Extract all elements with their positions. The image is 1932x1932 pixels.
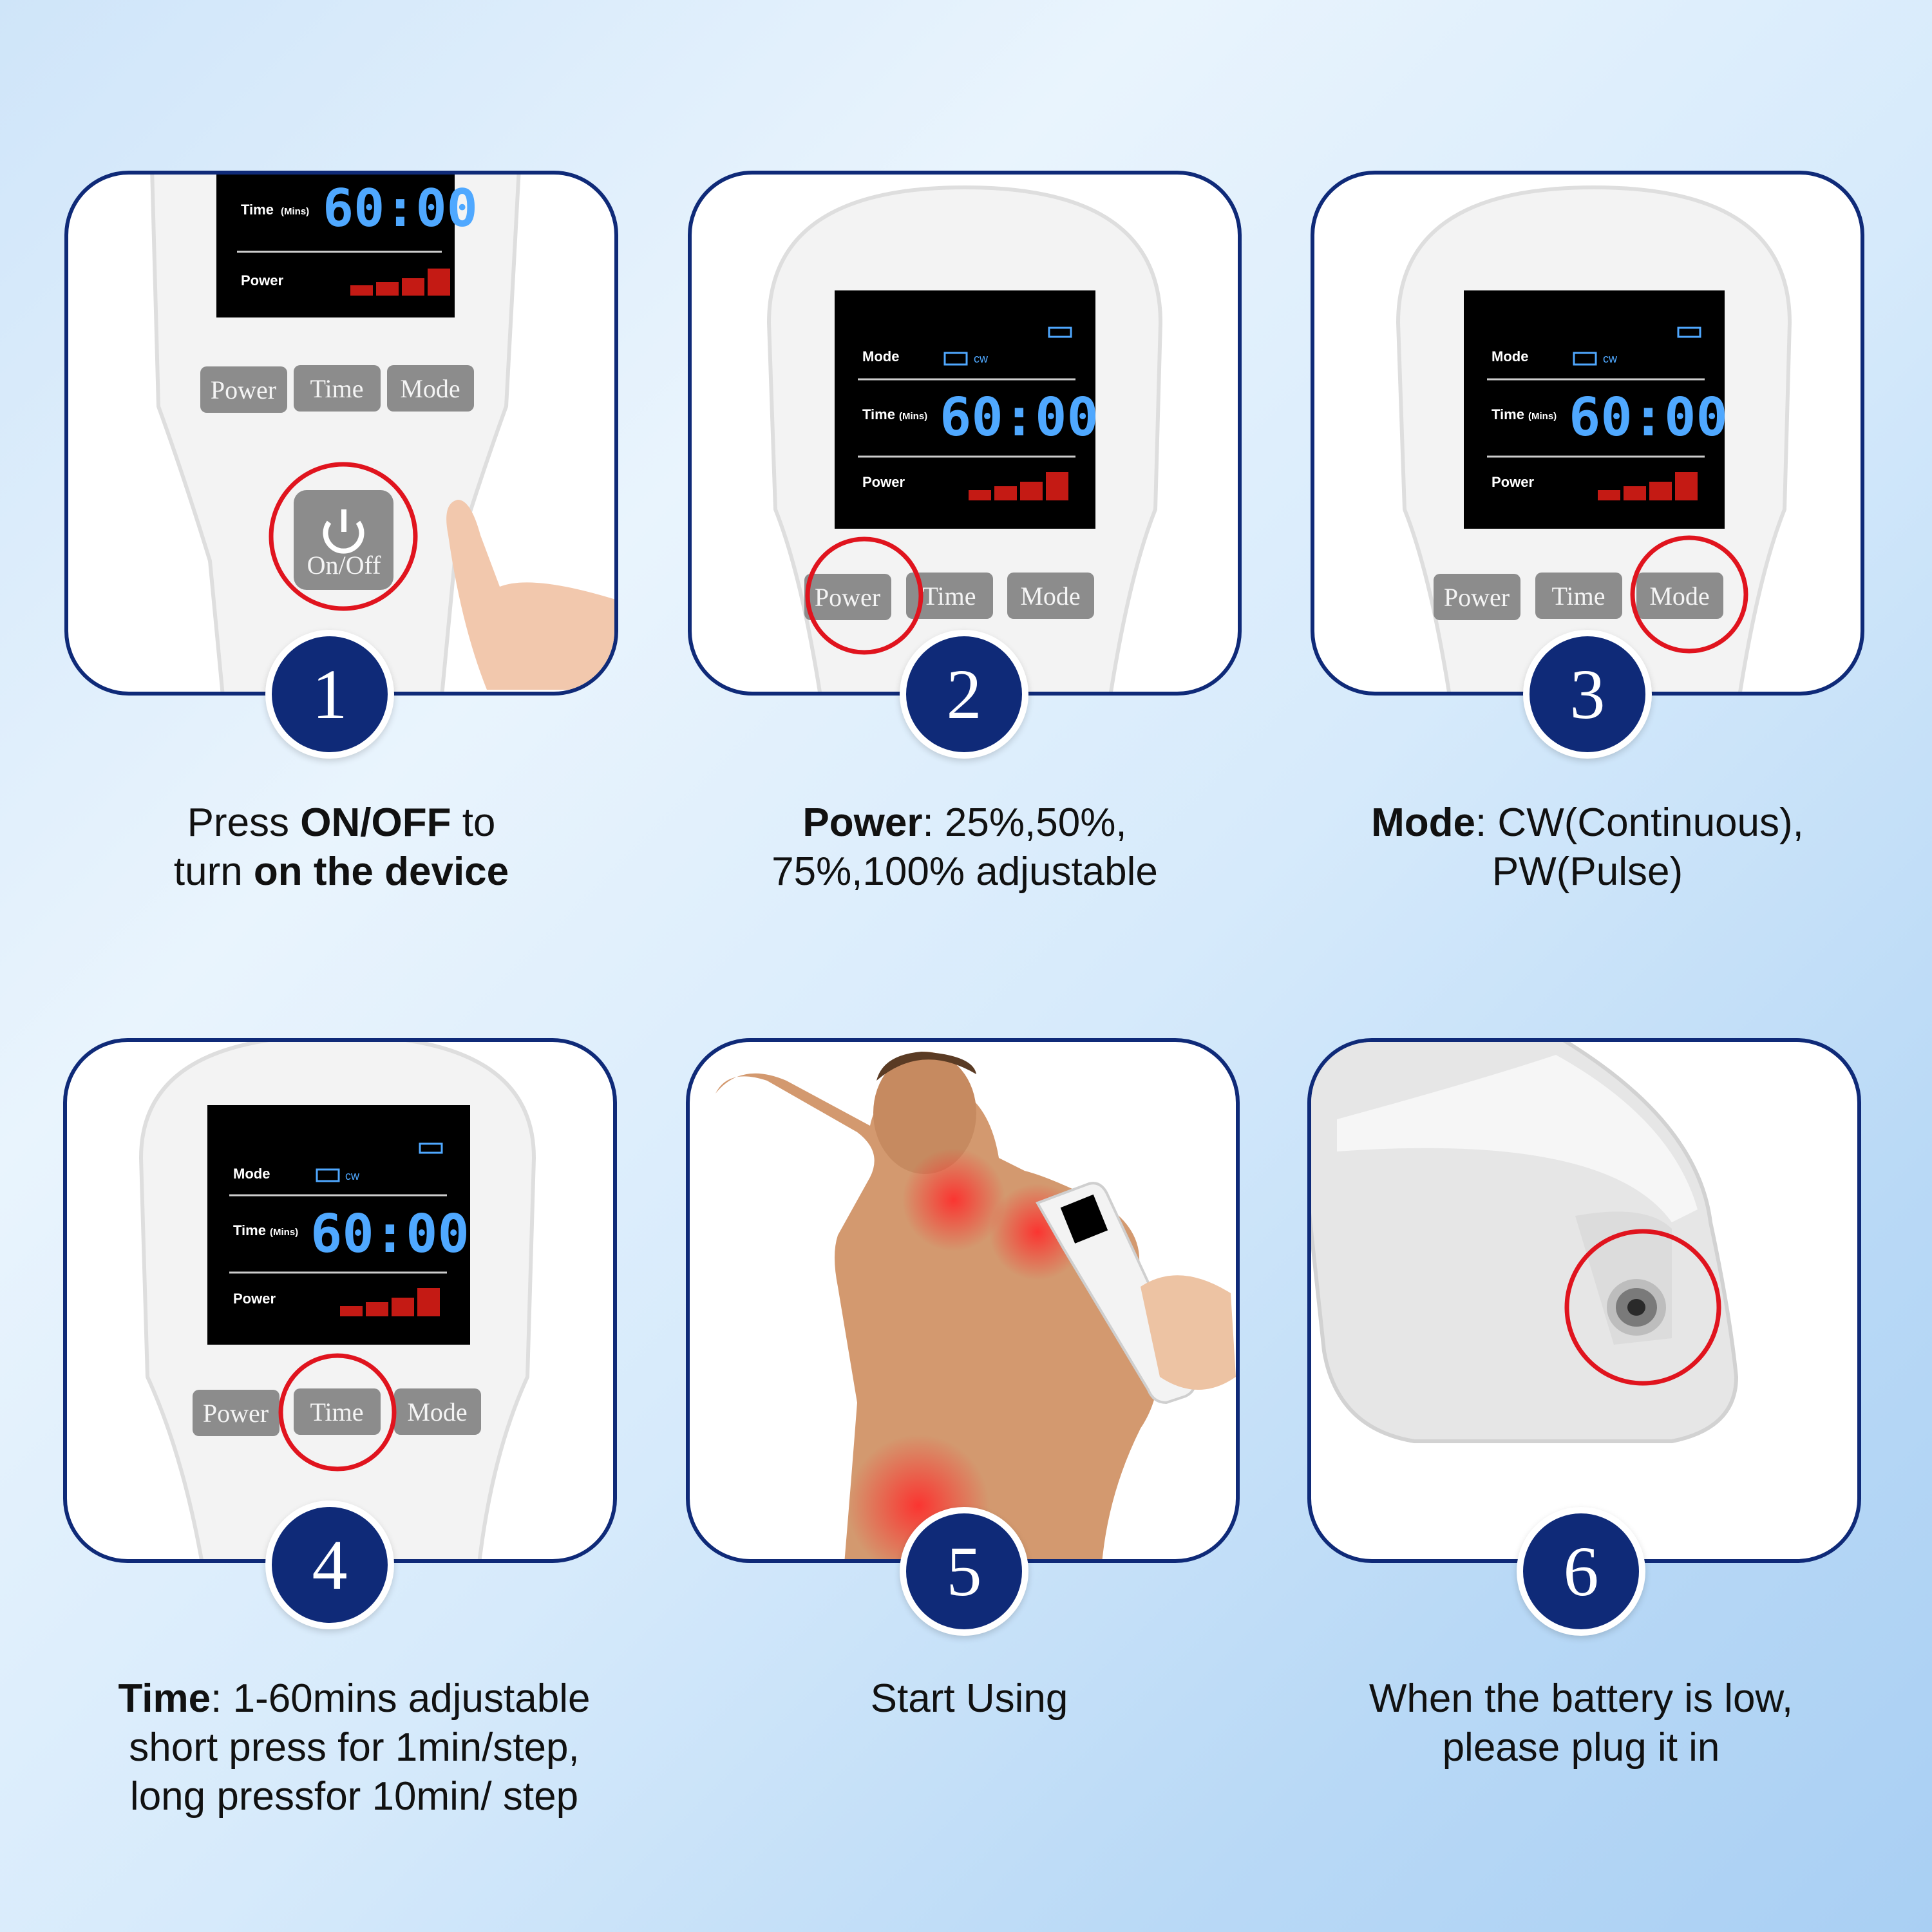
step-4-badge: 4 (265, 1501, 394, 1629)
svg-text:Mode: Mode (1020, 582, 1080, 611)
svg-text:On/Off: On/Off (307, 551, 381, 580)
step-5-panel (686, 1038, 1240, 1563)
svg-text:Power: Power (815, 583, 880, 612)
lcd-mode-value: cw (345, 1170, 360, 1182)
power-button[interactable]: Power (193, 1390, 279, 1436)
device-illustration-1: Time (Mins) 60:00 Power Power Time Mode … (150, 175, 614, 692)
step-2-badge: 2 (900, 630, 1028, 759)
lcd-power-label: Power (233, 1291, 276, 1307)
finger-illustration (446, 500, 614, 690)
lcd-time-digits: 60:00 (940, 387, 1099, 448)
step-4-panel: Mode cw Time (Mins) 60:00 Power Power Ti… (63, 1038, 617, 1563)
lcd-mode-label: Mode (233, 1166, 270, 1182)
step-3-panel: Mode cw Time (Mins) 60:00 Power Power Ti… (1311, 171, 1864, 696)
lcd-time-label: Time (1492, 406, 1524, 422)
lcd-power-label: Power (241, 272, 283, 289)
lcd-time-label: Time (233, 1222, 266, 1238)
lcd-time-unit: (Mins) (281, 206, 309, 217)
step-6-panel (1307, 1038, 1861, 1563)
highlight-circle (278, 1353, 397, 1472)
lcd-mode-value: cw (1603, 352, 1618, 365)
lcd-mode-value: cw (974, 352, 989, 365)
lcd-mode-label: Mode (862, 348, 899, 365)
lcd-time-unit: (Mins) (270, 1227, 298, 1238)
step-2-caption: Power: 25%,50%,75%,100% adjustable (772, 800, 1158, 894)
man-head (873, 1052, 976, 1174)
onoff-button[interactable]: On/Off (294, 490, 393, 590)
time-button[interactable]: Time (1535, 573, 1622, 619)
lcd-power-bars (340, 1288, 440, 1316)
lcd-time-label: Time (862, 406, 895, 422)
lcd-time-digits: 60:00 (310, 1204, 469, 1265)
hand-illustration (1141, 1275, 1236, 1390)
highlight-circle (1564, 1229, 1721, 1386)
lcd-power-bars (1598, 472, 1698, 500)
lcd-power-label: Power (1492, 474, 1534, 490)
step-6-caption: When the battery is low,please plug it i… (1368, 1676, 1794, 1770)
svg-text:Power: Power (1444, 583, 1510, 612)
time-button[interactable]: Time (294, 1388, 381, 1435)
step-5-badge: 5 (900, 1507, 1028, 1636)
svg-text:Power: Power (211, 375, 276, 404)
lcd-time-label: Time (241, 202, 274, 218)
step-2-panel: Mode cw Time (Mins) 60:00 Power Power Ti… (688, 171, 1242, 696)
treatment-illustration (715, 1052, 1236, 1559)
lcd-time-digits: 60:00 (323, 178, 478, 238)
mode-button[interactable]: Mode (394, 1388, 481, 1435)
step-1-panel: Time (Mins) 60:00 Power Power Time Mode … (64, 171, 618, 696)
lcd-time-unit: (Mins) (1528, 411, 1557, 422)
svg-text:Time: Time (310, 1397, 363, 1426)
svg-text:Power: Power (203, 1399, 269, 1428)
time-button[interactable]: Time (906, 573, 993, 619)
highlight-circle (1630, 535, 1748, 654)
svg-text:Mode: Mode (407, 1397, 467, 1426)
lcd-mode-label: Mode (1492, 348, 1528, 365)
mode-button[interactable]: Mode (1007, 573, 1094, 619)
device-illustration-4: Mode cw Time (Mins) 60:00 Power Power Ti… (138, 1042, 536, 1559)
lcd-power-bars (969, 472, 1068, 500)
power-button[interactable]: Power (200, 366, 287, 413)
mode-button[interactable]: Mode (387, 365, 474, 412)
step-1-badge: 1 (265, 630, 394, 759)
step-3-badge: 3 (1523, 630, 1652, 759)
lcd-power-label: Power (862, 474, 905, 490)
svg-text:Mode: Mode (400, 374, 460, 403)
device-illustration-3: Mode cw Time (Mins) 60:00 Power Power Ti… (1396, 185, 1792, 692)
mode-button[interactable]: Mode (1636, 573, 1723, 619)
lcd-power-bars (350, 269, 450, 296)
lcd-time-digits: 60:00 (1569, 387, 1728, 448)
neck-glow (902, 1148, 1005, 1251)
svg-text:Time: Time (310, 374, 363, 403)
charging-port-illustration (1311, 1042, 1739, 1443)
man-hair (876, 1052, 976, 1081)
step-6-badge: 6 (1517, 1507, 1645, 1636)
svg-text:Time: Time (922, 582, 976, 611)
step-5-caption: Start Using (870, 1676, 1068, 1721)
svg-text:Mode: Mode (1649, 582, 1709, 611)
highlight-circle (269, 462, 418, 611)
power-button[interactable]: Power (804, 574, 891, 620)
lcd-time-unit: (Mins) (899, 411, 927, 422)
svg-text:Time: Time (1551, 582, 1605, 611)
power-button[interactable]: Power (1434, 574, 1520, 620)
charging-port (1607, 1279, 1666, 1336)
device-illustration-2: Mode cw Time (Mins) 60:00 Power Power Ti… (766, 185, 1163, 692)
power-icon (323, 520, 365, 554)
step-3-caption: Mode: CW(Continuous),PW(Pulse) (1371, 800, 1804, 894)
time-button[interactable]: Time (294, 365, 381, 412)
highlight-circle (805, 536, 923, 655)
